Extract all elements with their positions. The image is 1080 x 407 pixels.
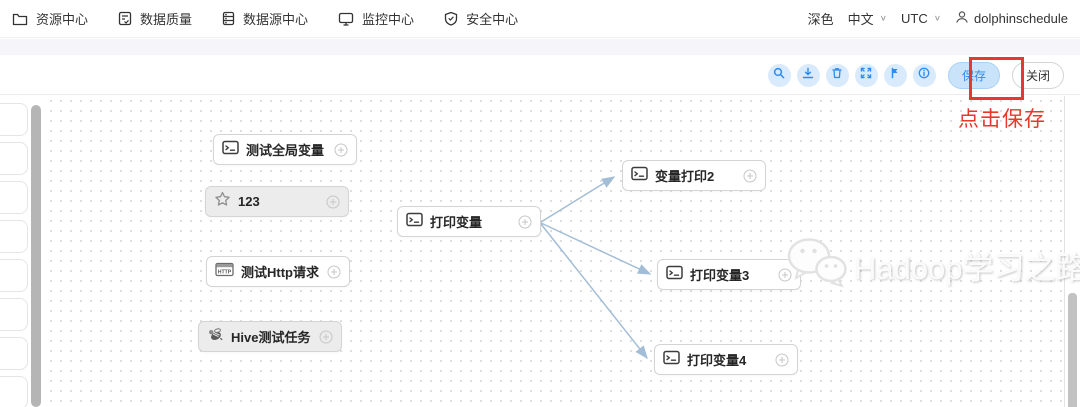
shell-icon [406,212,423,232]
task-type-item[interactable] [0,142,28,175]
task-node-label: 测试全局变量 [246,143,325,158]
drawer-scrollbar[interactable] [31,105,41,407]
add-port-icon[interactable] [775,353,789,367]
add-port-icon[interactable] [319,330,333,344]
task-node-label: 变量打印2 [655,169,715,184]
folder-icon [12,12,28,26]
document-check-icon [118,11,132,26]
nav-item-data-quality[interactable]: 数据质量 [118,9,192,28]
nav-item-resource-center[interactable]: 资源中心 [12,9,88,28]
nav-item-security-center[interactable]: 安全中心 [444,9,518,28]
add-port-icon[interactable] [518,215,532,229]
user-icon [955,10,969,27]
nav-menu: 资源中心 数据质量 数据源中心 监控中心 安全中心 [12,9,518,28]
dag-toolbar: 保存 关闭 [0,55,1080,95]
hive-icon [207,327,224,347]
task-type-item[interactable] [0,181,28,214]
task-node[interactable]: Hive测试任务 [198,321,342,352]
add-port-icon[interactable] [778,268,792,282]
task-node[interactable]: 打印变量4 [654,344,798,375]
canvas-right-divider [1064,96,1065,407]
task-node[interactable]: 打印变量3 [657,259,801,290]
add-port-icon[interactable] [334,143,348,157]
user-menu[interactable]: dolphinschedule [955,10,1068,27]
task-node-label: 打印变量 [430,215,483,230]
search-icon [773,66,785,84]
monitor-icon [338,12,354,26]
database-icon [222,11,235,26]
trash-icon [831,66,843,84]
download-icon [802,66,814,84]
add-port-icon[interactable] [743,169,757,183]
annotation-text: 点击保存 [958,108,1046,131]
task-type-item[interactable] [0,259,28,292]
close-button[interactable]: 关闭 [1011,61,1064,89]
http-icon: HTTP [215,262,234,282]
task-node-label: Hive测试任务 [231,330,311,345]
canvas-scrollbar[interactable] [1068,293,1077,407]
timezone-select[interactable]: UTC [900,11,928,26]
theme-toggle[interactable]: 深色 [807,12,834,27]
task-node-label: 打印变量4 [687,353,747,368]
nav-item-label: 安全中心 [466,12,519,27]
shell-icon [222,140,239,160]
fullscreen-icon [860,66,872,84]
info-icon [918,66,930,84]
nav-item-label: 数据质量 [140,12,193,27]
task-type-item[interactable] [0,376,28,407]
nav-item-datasource-center[interactable]: 数据源中心 [222,9,308,28]
nav-right: 深色 中文 ∨ UTC ∨ dolphinschedule [808,9,1068,28]
svg-text:HTTP: HTTP [218,269,232,275]
save-button[interactable]: 保存 [947,61,1000,89]
format-icon [889,66,901,84]
task-node-label: 测试Http请求 [241,265,319,280]
task-node[interactable]: 123 [205,186,349,217]
info-button[interactable] [912,63,936,87]
task-node[interactable]: 测试全局变量 [213,134,357,165]
task-node-label: 打印变量3 [690,268,750,283]
add-port-icon[interactable] [327,265,341,279]
task-type-drawer [0,103,28,407]
canvas-grid [46,96,1064,407]
star-icon [214,191,231,212]
task-node[interactable]: 变量打印2 [622,160,766,191]
dag-canvas[interactable] [0,96,1080,407]
shell-icon [663,350,680,370]
task-type-item[interactable] [0,298,28,331]
delete-button[interactable] [825,63,849,87]
shield-check-icon [444,11,458,26]
search-button[interactable] [767,63,791,87]
chevron-down-icon: ∨ [933,14,942,23]
task-type-item[interactable] [0,103,28,136]
nav-item-label: 数据源中心 [243,12,309,27]
username-label: dolphinschedule [974,11,1068,26]
shell-icon [666,265,683,285]
chevron-down-icon: ∨ [879,14,887,23]
shell-icon [631,166,648,186]
task-node-label: 123 [238,194,260,209]
format-dag-button[interactable] [883,63,907,87]
download-button[interactable] [796,63,820,87]
add-port-icon[interactable] [326,195,340,209]
fullscreen-button[interactable] [854,63,878,87]
task-type-item[interactable] [0,220,28,253]
dag-toolbar-actions: 保存 关闭 [767,55,1064,95]
nav-item-monitor-center[interactable]: 监控中心 [338,9,414,28]
task-node[interactable]: HTTP 测试Http请求 [206,256,350,287]
page-background-strip [0,39,1080,55]
language-select[interactable]: 中文 [847,12,874,27]
nav-item-label: 监控中心 [362,12,415,27]
nav-item-label: 资源中心 [36,12,89,27]
top-nav: 资源中心 数据质量 数据源中心 监控中心 安全中心 深色 [0,0,1080,38]
task-type-item[interactable] [0,337,28,370]
task-node[interactable]: 打印变量 [397,206,541,237]
